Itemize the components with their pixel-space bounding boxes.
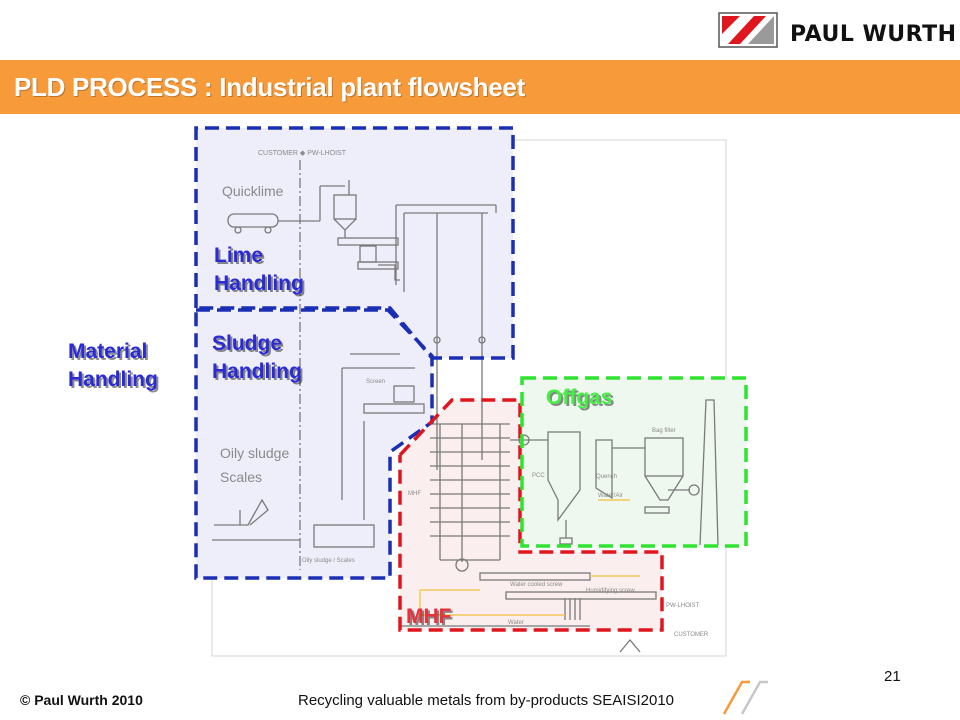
sludge-zone-fill — [196, 310, 432, 578]
process-drawing — [212, 160, 719, 653]
text-customer-top: CUSTOMER ◆ PW-LHOIST — [258, 150, 347, 157]
text-screen: Screen — [366, 379, 385, 385]
drawing-texts: CUSTOMER ◆ PW-LHOIST Quicklime Oily slud… — [220, 150, 709, 638]
text-pw-lhoist: PW-LHOIST — [666, 603, 700, 609]
label-lime-handling: Lime Handling — [214, 244, 304, 295]
label-sludge-handling: Sludge Handling — [212, 332, 302, 383]
text-water: Water — [508, 620, 524, 626]
offgas-zone-border — [520, 376, 748, 548]
text-water-cooled-screw: Water cooled screw — [510, 582, 563, 588]
text-quicklime: Quicklime — [222, 183, 284, 199]
page-number: 21 — [884, 668, 901, 685]
text-customer-bottom: CUSTOMER — [674, 632, 709, 638]
paul-wurth-logo: PAUL WURTH — [718, 12, 956, 52]
text-mhf-small: MHF — [408, 491, 421, 497]
yellow-pipes — [419, 499, 640, 616]
footer-title: Recycling valuable metals from by-produc… — [298, 692, 675, 709]
mhf-zone-fill — [400, 400, 662, 630]
text-scales: Scales — [220, 469, 262, 485]
text-oily-sludge-scales: Oily sludge / Scales — [302, 558, 355, 564]
sludge-zone-border — [194, 308, 434, 580]
label-material-handling: Material Handling — [68, 340, 158, 391]
lime-zone-fill — [196, 128, 513, 358]
lime-zone-border — [194, 126, 515, 360]
logo-text: PAUL WURTH — [790, 22, 957, 47]
paul-wurth-logo-icon — [718, 12, 778, 48]
label-offgas: Offgas — [546, 386, 613, 409]
text-oily-sludge: Oily sludge — [220, 445, 289, 461]
footer-slash-icon — [722, 680, 768, 715]
slide-title: PLD PROCESS : Industrial plant flowsheet — [14, 72, 525, 102]
mhf-zone-border — [398, 398, 664, 632]
text-bag-filter: Bag filter — [652, 428, 676, 434]
label-mhf: MHF — [406, 605, 452, 628]
footer-copyright: © Paul Wurth 2010 — [20, 692, 143, 708]
title-bar: PLD PROCESS : Industrial plant flowsheet — [0, 60, 960, 114]
text-humidifying-screw: Humidifying screw — [586, 588, 635, 594]
text-water-air: Water/Air — [598, 493, 623, 499]
text-quench: Quench — [596, 474, 617, 480]
text-pcc: PCC — [532, 473, 545, 479]
